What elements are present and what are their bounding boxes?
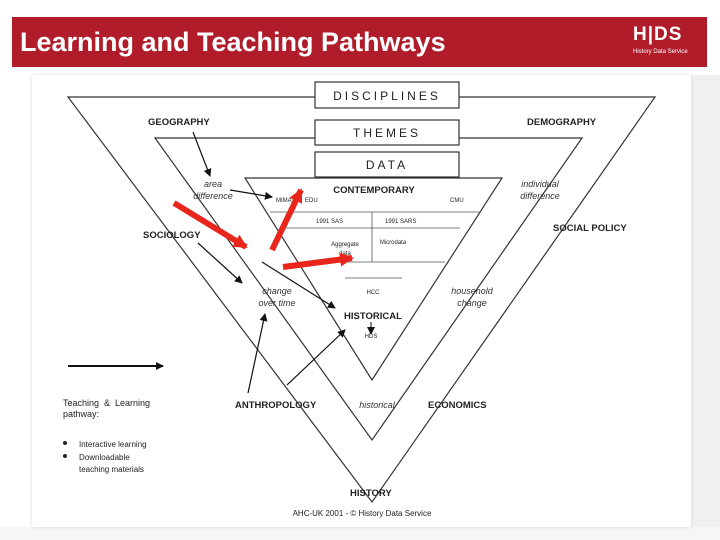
pathway-arrow xyxy=(247,313,268,394)
red-pathway-arrow xyxy=(282,252,354,270)
legend-bullet xyxy=(63,454,67,458)
label-aggregate-data-1: Aggregate xyxy=(331,242,359,248)
hds-logo-letters: H|DS xyxy=(633,24,683,45)
label-area-difference-1: area xyxy=(204,179,222,189)
legend-pathway-label-2: pathway: xyxy=(63,409,99,419)
label-microdata: Microdata xyxy=(380,240,407,246)
slide-shadow-right xyxy=(691,75,720,540)
pathway-arrow xyxy=(229,189,273,200)
data-box-label: DATA xyxy=(366,158,408,172)
label-individual-difference-1: individual xyxy=(521,179,560,189)
label-cmu: CMU xyxy=(450,198,464,204)
red-pathway-arrow xyxy=(172,200,248,250)
disciplines-box-label: DISCIPLINES xyxy=(333,89,441,103)
slide-shadow-bottom xyxy=(0,527,720,540)
disciplines-box xyxy=(314,81,460,109)
data-box xyxy=(314,151,460,178)
pathway-arrow xyxy=(197,242,243,284)
label-sars-1991: 1991 SARS xyxy=(385,219,416,225)
legend-bullet-teaching: teaching materials xyxy=(79,465,144,474)
label-social-policy: SOCIAL POLICY xyxy=(553,223,627,234)
label-change-over-time-1: change xyxy=(262,286,292,296)
label-demography: DEMOGRAPHY xyxy=(527,117,597,128)
title-bar: Learning and Teaching Pathways H|DS Hist… xyxy=(12,17,707,67)
pathway-arrow xyxy=(192,131,212,177)
hds-logo-subtitle: History Data Service xyxy=(633,49,688,55)
legend-pathway-label-1: Teaching & Learning xyxy=(63,398,150,408)
label-area-difference-2: difference xyxy=(193,191,233,201)
label-historical-theme: historical xyxy=(359,400,396,410)
slide-title: Learning and Teaching Pathways xyxy=(20,27,446,57)
data-triangle xyxy=(243,177,504,382)
pathway-arrow xyxy=(286,329,346,386)
label-individual-difference-2: difference xyxy=(520,191,560,201)
label-geography: GEOGRAPHY xyxy=(148,117,210,128)
pathway-arrow xyxy=(261,261,336,309)
themes-box xyxy=(314,119,460,146)
diagram-panel xyxy=(32,75,691,527)
legend-bullet-interactive: Interactive learning xyxy=(79,440,147,449)
label-historical-data: HISTORICAL xyxy=(344,311,402,322)
hds-logo: H|DS History Data Service xyxy=(633,24,697,60)
legend-bullet-downloadable: Downloadable xyxy=(79,453,130,462)
red-pathway-arrow xyxy=(269,188,304,252)
legend-bullet xyxy=(63,441,67,445)
label-history: HISTORY xyxy=(350,488,392,499)
themes-box-label: THEMES xyxy=(353,126,421,140)
label-contemporary: CONTEMPORARY xyxy=(333,185,415,196)
label-hds: HDS xyxy=(365,334,378,340)
footer-credit: AHC-UK 2001 - © History Data Service xyxy=(293,509,432,518)
label-sas-1991: 1991 SAS xyxy=(316,219,343,225)
label-anthropology: ANTHROPOLOGY xyxy=(235,400,317,411)
label-household-change-1: household xyxy=(451,286,494,296)
label-hcc: HCC xyxy=(367,290,381,296)
label-economics: ECONOMICS xyxy=(428,400,487,411)
label-change-over-time-2: over time xyxy=(258,298,295,308)
label-edu: EDU xyxy=(305,198,318,204)
label-sociology: SOCIOLOGY xyxy=(143,230,201,241)
label-mimas: MIMAS xyxy=(276,198,296,204)
label-household-change-2: change xyxy=(457,298,487,308)
